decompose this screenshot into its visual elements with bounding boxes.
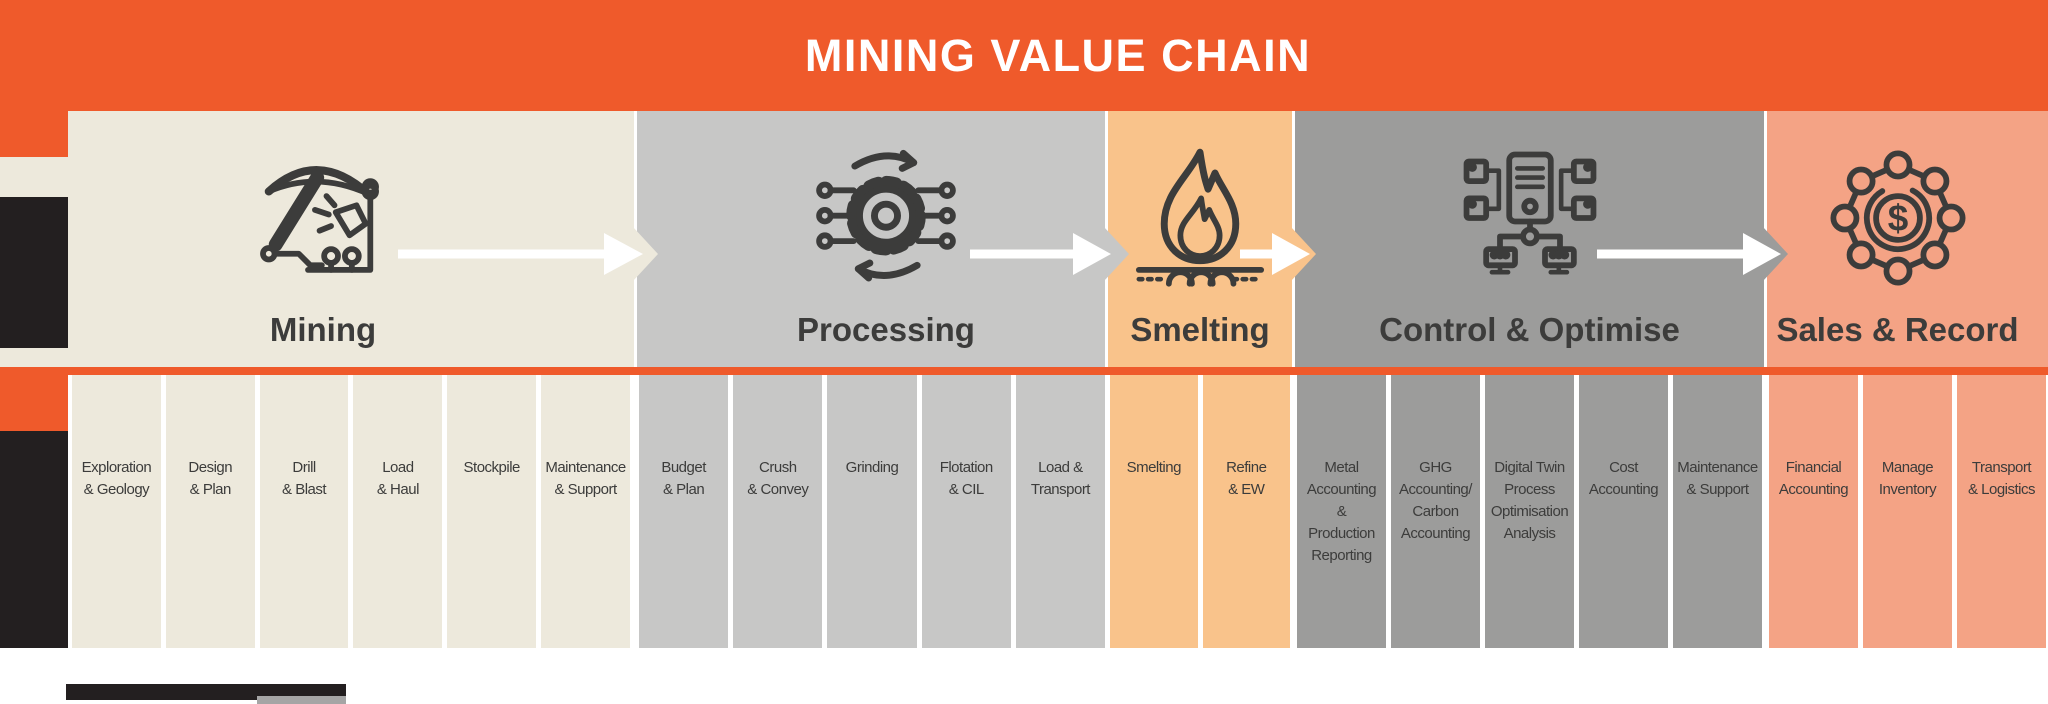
sales-columns: Financial Accounting Manage Inventory Tr… bbox=[1769, 375, 2046, 648]
column-flotation-cil: Flotation & CIL bbox=[921, 375, 1011, 648]
stage-label-smelting: Smelting bbox=[1130, 311, 1270, 348]
header-bar: MINING VALUE CHAIN bbox=[0, 0, 2048, 111]
stage-label-sales-record: Sales & Record bbox=[1776, 311, 2019, 348]
page-title: MINING VALUE CHAIN bbox=[804, 29, 1312, 81]
svg-text:$: $ bbox=[1887, 198, 1908, 239]
column-digital-twin: Digital Twin Process Optimisation Analys… bbox=[1485, 375, 1574, 648]
column-cost-accounting: Cost Accounting bbox=[1579, 375, 1668, 648]
orange-divider-line bbox=[0, 367, 2048, 375]
column-load-haul: Load & Haul bbox=[353, 375, 443, 648]
column-metal-accounting: Metal Accounting & Production Reporting bbox=[1297, 375, 1386, 648]
accent-block-black-1 bbox=[0, 197, 68, 348]
accent-block-cream-1 bbox=[0, 157, 68, 197]
column-grinding: Grinding bbox=[827, 375, 917, 648]
accent-block-cream-2 bbox=[0, 348, 68, 367]
smelting-columns: Smelting Refine & EW bbox=[1110, 375, 1290, 648]
stage-control-optimise: Control & Optimise bbox=[1295, 111, 1764, 367]
stage-sales-record: $ Sales & Record bbox=[1767, 111, 2048, 367]
column-financial-accounting: Financial Accounting bbox=[1769, 375, 1858, 648]
flow-arrow-processing-smelting bbox=[970, 233, 1111, 275]
control-columns: Metal Accounting & Production Reporting … bbox=[1297, 375, 1762, 648]
accent-block-orange-bottom bbox=[0, 375, 68, 431]
dollar-network-icon: $ bbox=[1823, 139, 1973, 297]
column-budget-plan: Budget & Plan bbox=[639, 375, 729, 648]
column-exploration-geology: Exploration & Geology bbox=[72, 375, 161, 648]
gear-circuit-icon bbox=[811, 139, 961, 297]
stage-label-control-optimise: Control & Optimise bbox=[1379, 311, 1680, 348]
stage-label-mining: Mining bbox=[269, 311, 377, 348]
column-maintenance-support-mining: Maintenance & Support bbox=[541, 375, 630, 648]
stage-label-processing: Processing bbox=[797, 311, 975, 348]
cropped-logo-text bbox=[66, 684, 346, 704]
server-network-icon bbox=[1455, 139, 1605, 297]
processing-columns: Budget & Plan Crush & Convey Grinding Fl… bbox=[639, 375, 1106, 648]
column-refine-ew: Refine & EW bbox=[1202, 375, 1290, 648]
mining-columns: Exploration & Geology Design & Plan Dril… bbox=[72, 375, 630, 648]
column-smelting: Smelting bbox=[1110, 375, 1198, 648]
column-drill-blast: Drill & Blast bbox=[259, 375, 349, 648]
column-maintenance-support-control: Maintenance & Support bbox=[1673, 375, 1762, 648]
column-crush-convey: Crush & Convey bbox=[733, 375, 823, 648]
stage-processing: Processing bbox=[637, 111, 1105, 367]
column-manage-inventory: Manage Inventory bbox=[1863, 375, 1952, 648]
flame-icon bbox=[1125, 139, 1275, 297]
stage-mining: Mining bbox=[68, 111, 634, 367]
cropped-logo-gray-part bbox=[257, 696, 346, 704]
flow-arrow-control-sales bbox=[1597, 233, 1781, 275]
pickaxe-icon bbox=[248, 139, 398, 297]
stage-smelting: Smelting bbox=[1108, 111, 1292, 367]
column-ghg-accounting: GHG Accounting/ Carbon Accounting bbox=[1391, 375, 1480, 648]
column-load-transport: Load & Transport bbox=[1015, 375, 1106, 648]
column-transport-logistics: Transport & Logistics bbox=[1957, 375, 2046, 648]
column-design-plan: Design & Plan bbox=[165, 375, 255, 648]
accent-block-orange-top bbox=[0, 111, 68, 157]
accent-block-black-2 bbox=[0, 431, 68, 648]
flow-arrow-smelting-control bbox=[1240, 233, 1310, 275]
column-stockpile: Stockpile bbox=[447, 375, 537, 648]
flow-arrow-mining-processing bbox=[398, 233, 643, 275]
